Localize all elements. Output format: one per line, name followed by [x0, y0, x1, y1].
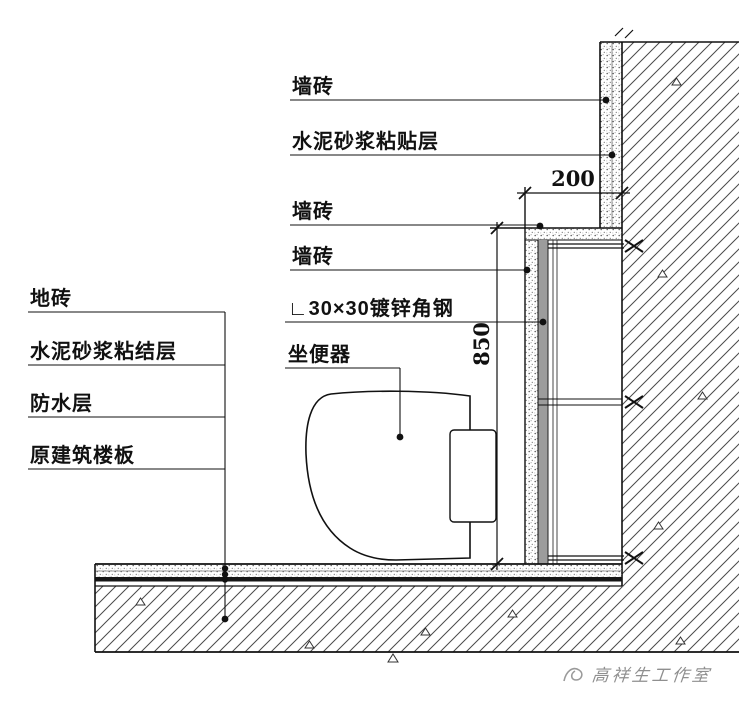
leader-lines	[28, 99, 612, 619]
label-mortar-bond: 水泥砂浆粘结层	[30, 341, 177, 363]
toilet-profile	[305, 390, 497, 561]
furring-cap-tile	[525, 228, 622, 240]
wall-tile-layer	[600, 42, 622, 228]
anchor-bolt-top	[548, 239, 644, 253]
label-waterproof: 防水层	[30, 393, 93, 415]
watermark-flourish	[563, 667, 583, 682]
slab-concrete-hatch	[95, 586, 622, 652]
wall-concrete-hatch	[622, 42, 739, 652]
dimension-850-text: 850	[469, 322, 494, 366]
label-wall-tile-cap: 墙砖	[292, 201, 334, 223]
label-wall-tile-upper: 墙砖	[292, 76, 334, 98]
anchor-bolt-bottom	[548, 551, 644, 565]
waterproof-membrane	[95, 577, 622, 582]
anchor-bolt-middle	[624, 395, 644, 409]
dimension-200-text: 200	[551, 166, 595, 191]
leader-dots	[221, 96, 616, 623]
label-wall-tile-face: 墙砖	[292, 246, 334, 268]
label-mortar-paste: 水泥砂浆粘贴层	[292, 131, 439, 153]
watermark-text: 高祥生工作室	[590, 666, 713, 685]
label-angle-steel: ∟30×30镀锌角钢	[288, 298, 454, 320]
aggregate-marks	[135, 77, 708, 663]
dimension-200	[517, 186, 630, 200]
furring-steel-frame	[538, 240, 548, 564]
wall-break-ticks	[614, 27, 634, 39]
label-toilet: 坐便器	[288, 344, 351, 366]
furring-face-tile	[525, 240, 538, 564]
label-slab: 原建筑楼板	[30, 445, 135, 467]
label-floor-tile: 地砖	[30, 288, 72, 310]
dimension-850	[490, 221, 504, 571]
